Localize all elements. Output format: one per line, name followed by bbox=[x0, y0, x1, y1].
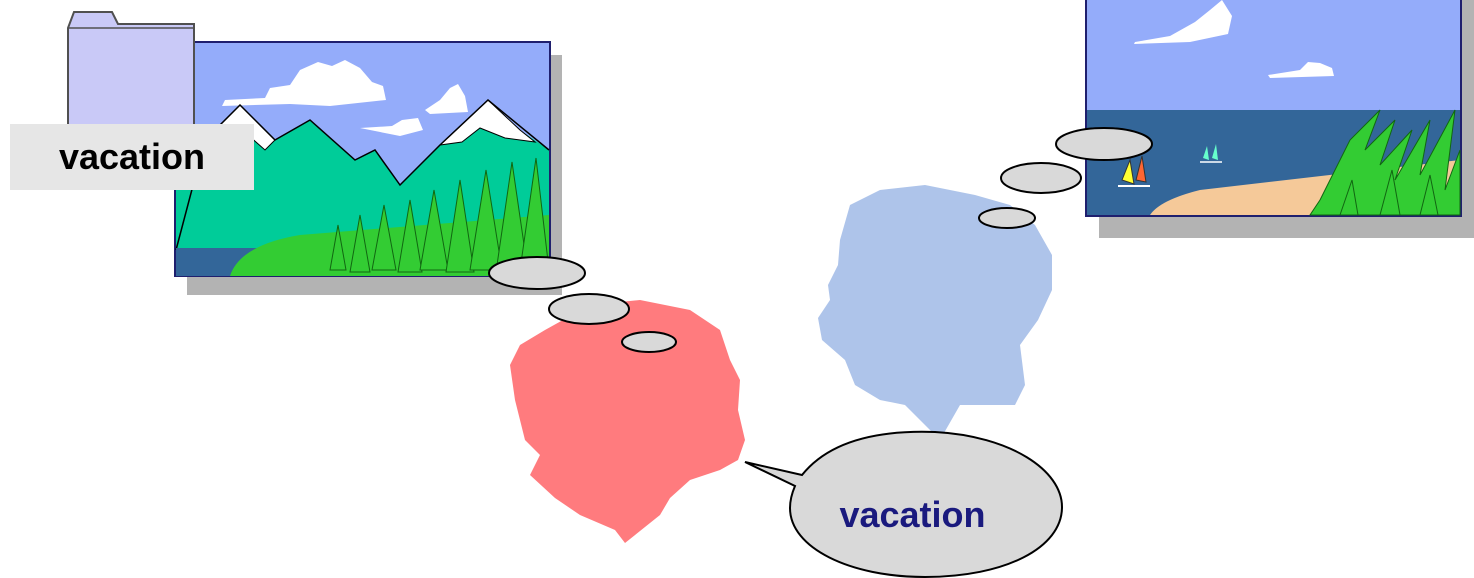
beach-picture bbox=[1086, 0, 1474, 238]
folder-label: vacation bbox=[10, 124, 254, 190]
speech-text: vacation bbox=[790, 485, 1035, 545]
folder-icon bbox=[68, 12, 194, 135]
